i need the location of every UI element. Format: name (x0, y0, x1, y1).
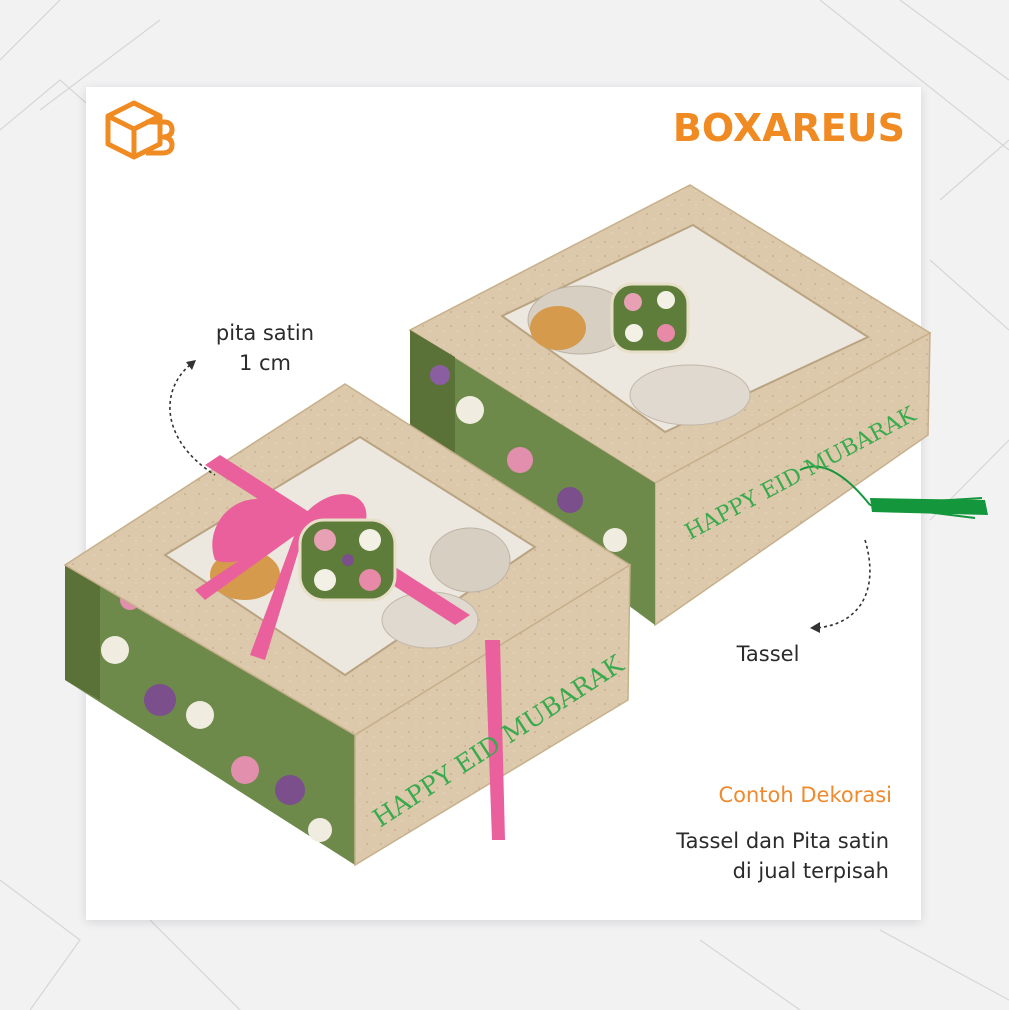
back-box (408, 184, 988, 627)
ribbon-label-line1: pita satin (215, 321, 315, 345)
box-logo-icon (105, 100, 175, 160)
front-box (63, 383, 632, 867)
note-line1: Tassel dan Pita satin (676, 829, 889, 853)
flower-medallion-front (298, 518, 397, 602)
flower-medallion-back (610, 282, 690, 354)
ribbon-label-line2: 1 cm (238, 351, 292, 375)
brand-name: BOXAREUS (672, 106, 905, 150)
decoration-note: Tassel dan Pita satin di jual terpisah (559, 826, 889, 886)
tassel-arrow-head (810, 622, 820, 633)
ribbon-label: pita satin 1 cm (200, 318, 330, 378)
tassel-arrow (814, 539, 871, 629)
tassel-label: Tassel (736, 642, 800, 666)
decoration-title: Contoh Dekorasi (718, 783, 892, 807)
note-line2: di jual terpisah (732, 859, 889, 883)
ribbon-arrow-head (186, 360, 196, 370)
ribbon-arrow (169, 364, 216, 476)
